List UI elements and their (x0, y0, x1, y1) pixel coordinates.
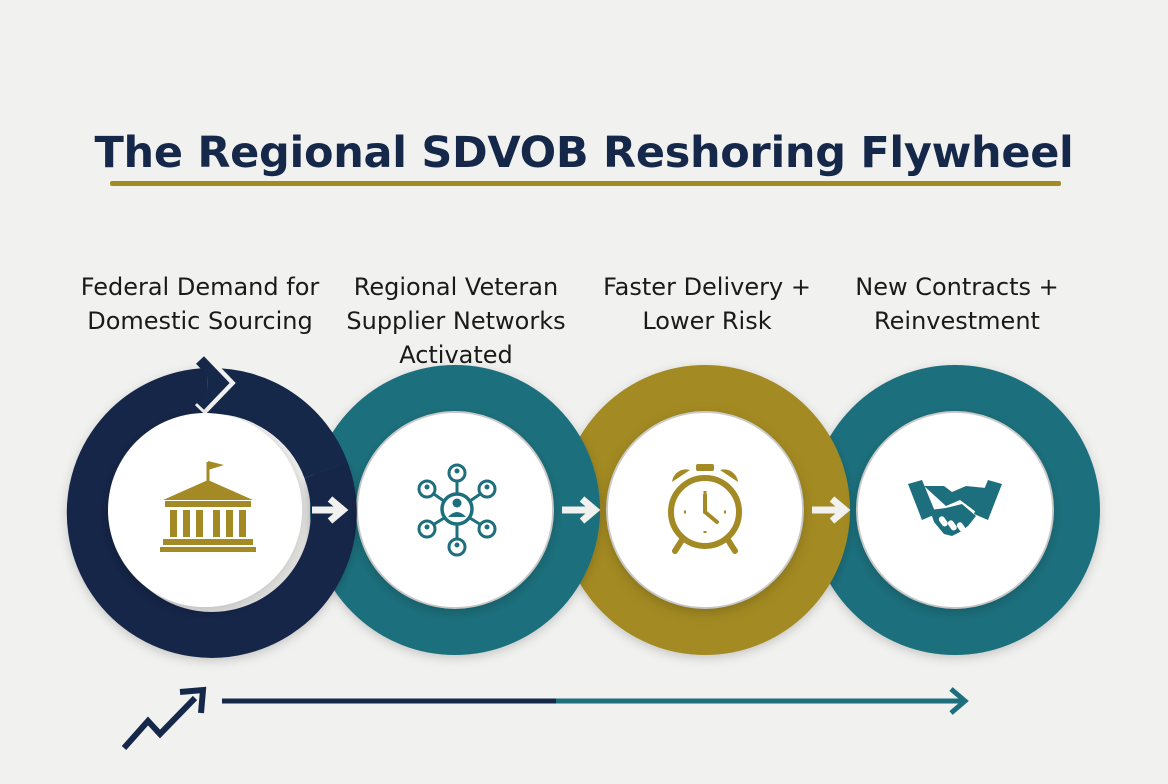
network-icon (417, 463, 497, 557)
alarm-clock-icon (668, 464, 742, 554)
progress-arrow-icon (222, 687, 969, 715)
connector-arrow-icon (812, 496, 851, 524)
stage-label-supplier-networks: Regional Veteran Supplier Networks Activ… (346, 273, 566, 369)
government-building-icon (160, 461, 256, 552)
cycle-arrow-icon (194, 351, 236, 415)
stage-disc (108, 413, 302, 607)
stage-label-federal-demand: Federal Demand for Domestic Sourcing (80, 273, 320, 335)
title-underline (110, 181, 1061, 186)
handshake-icon (908, 480, 1002, 536)
stage-label-faster-delivery: Faster Delivery + Lower Risk (603, 273, 811, 335)
growth-trend-icon (121, 686, 207, 750)
connector-arrow-icon (562, 496, 601, 524)
connector-arrow-icon (312, 496, 349, 524)
stage-label-new-contracts: New Contracts + Reinvestment (855, 273, 1059, 335)
page-title: The Regional SDVOB Reshoring Flywheel (94, 128, 1074, 178)
stage-ring-federal-demand (66, 367, 357, 658)
